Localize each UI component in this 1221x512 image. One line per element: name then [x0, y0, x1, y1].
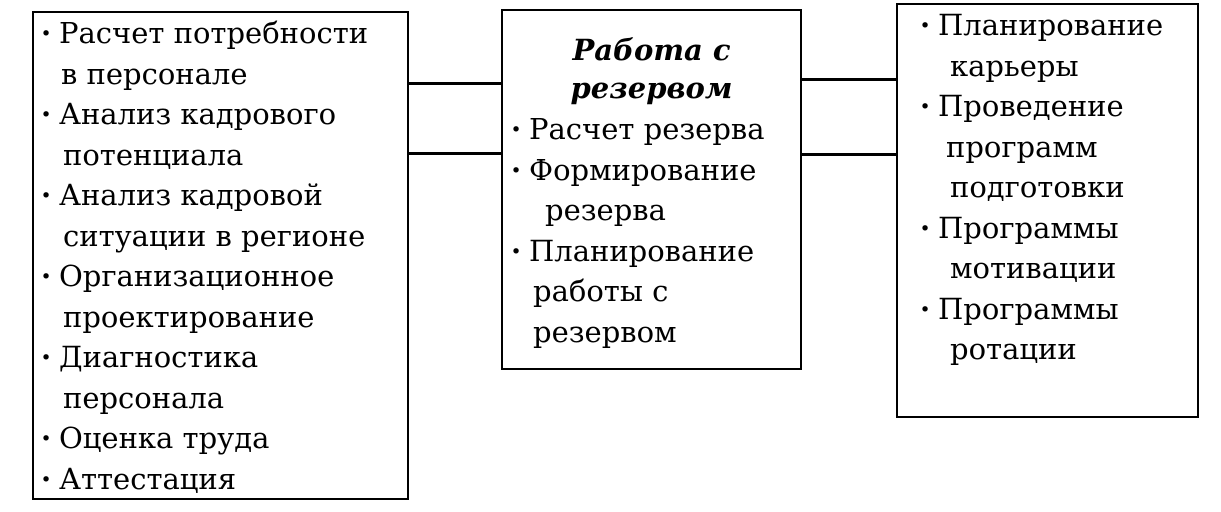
item-line: Аттестация — [59, 461, 237, 496]
item-line: подготовки — [950, 170, 1125, 204]
item-line: Формирование — [529, 152, 757, 187]
item-line: в персонале — [61, 56, 248, 91]
center-list: Расчет резерва Формирование резерва План… — [511, 109, 799, 353]
right-box: Планирование карьеры Проведение программ… — [896, 3, 1199, 418]
connector-line — [409, 82, 501, 85]
item-line: персонала — [63, 380, 225, 415]
item-line: ротации — [950, 332, 1077, 366]
item-line: работы с — [533, 274, 669, 308]
item-line: потенциала — [63, 137, 244, 172]
connector-line — [409, 152, 501, 155]
list-item: Проведение программ подготовки — [920, 86, 1193, 208]
list-item: Диагностика персонала — [41, 337, 404, 418]
item-line: Программы — [938, 210, 1119, 245]
right-list: Планирование карьеры Проведение программ… — [920, 5, 1193, 370]
connector-line — [802, 78, 896, 81]
item-line: резервом — [533, 314, 677, 349]
list-item: Анализ кадрового потенциала — [41, 94, 404, 175]
connector-line — [802, 153, 896, 156]
center-box: Работа с резервом Расчет резерва Формиро… — [501, 9, 802, 370]
item-line: Проведение — [938, 89, 1124, 123]
list-item: Анализ кадровой ситуации в регионе — [41, 175, 404, 256]
item-line: резерва — [545, 193, 666, 227]
item-line: Анализ кадровой — [59, 178, 323, 212]
item-line: Планирование — [529, 233, 755, 268]
left-box: Расчет потребности в персонале Анализ ка… — [32, 11, 409, 500]
item-line: Планирование — [938, 8, 1164, 42]
item-line: мотивации — [950, 251, 1117, 285]
list-item: Оценка труда — [41, 418, 404, 459]
item-line: карьеры — [950, 48, 1079, 83]
list-item: Программы мотивации — [920, 208, 1193, 289]
list-item: Аттестация — [41, 459, 404, 500]
item-line: Анализ кадрового — [59, 97, 337, 131]
item-line: Программы — [938, 291, 1119, 326]
list-item: Программы ротации — [920, 289, 1193, 370]
item-line: Организационное — [59, 259, 335, 293]
left-list: Расчет потребности в персонале Анализ ка… — [41, 13, 404, 500]
center-title: Работа с резервом — [503, 31, 800, 107]
item-line: Оценка труда — [59, 421, 270, 455]
item-line: Расчет потребности — [59, 16, 369, 50]
title-line: Работа с — [572, 33, 731, 67]
title-line: резервом — [570, 71, 733, 105]
list-item: Формирование резерва — [511, 150, 799, 231]
item-line: ситуации в регионе — [63, 218, 366, 253]
list-item: Организационное проектирование — [41, 256, 404, 337]
list-item: Расчет потребности в персонале — [41, 13, 404, 94]
list-item: Планирование карьеры — [920, 5, 1193, 86]
item-line: Расчет резерва — [529, 112, 765, 146]
item-line: программ — [946, 129, 1098, 164]
list-item: Расчет резерва — [511, 109, 799, 150]
item-line: проектирование — [63, 299, 315, 334]
list-item: Планирование работы с резервом — [511, 231, 799, 353]
item-line: Диагностика — [59, 340, 259, 374]
